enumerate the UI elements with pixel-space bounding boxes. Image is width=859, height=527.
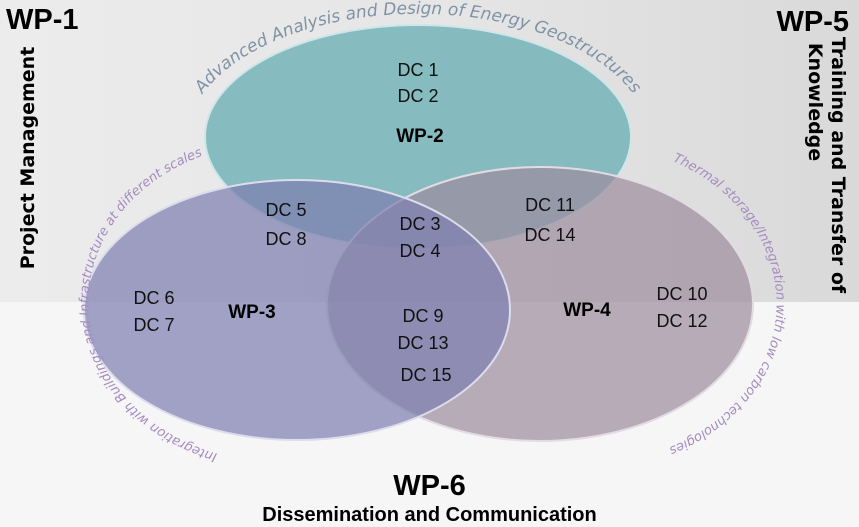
wp5-title-line2: Knowledge bbox=[804, 42, 826, 162]
dc-label: DC 10 bbox=[656, 284, 707, 304]
dc-label: DC 9 bbox=[402, 306, 443, 326]
wp5-label: WP-5 bbox=[776, 6, 850, 38]
wp4-label: WP-4 bbox=[563, 300, 611, 321]
dc-label: DC 8 bbox=[265, 229, 306, 249]
wp3-label: WP-3 bbox=[228, 302, 276, 323]
circle-wp3 bbox=[83, 179, 511, 441]
dc-label: DC 14 bbox=[524, 225, 575, 245]
wp6-label: WP-6 bbox=[393, 470, 466, 502]
dc-label: DC 3 bbox=[399, 214, 440, 234]
wp2-label: WP-2 bbox=[396, 126, 444, 147]
dc-label: DC 4 bbox=[399, 241, 440, 261]
dc-label: DC 13 bbox=[397, 333, 448, 353]
dc-label: DC 7 bbox=[133, 315, 174, 335]
dc-label: DC 1 bbox=[397, 60, 438, 80]
wp5-title-line1: Training and Transfer of bbox=[827, 36, 849, 294]
dc-label: DC 5 bbox=[265, 200, 306, 220]
dc-label: DC 6 bbox=[133, 288, 174, 308]
dc-label: DC 11 bbox=[525, 195, 575, 215]
wp1-title: Project Management bbox=[17, 46, 39, 270]
dc-label: DC 15 bbox=[400, 365, 451, 385]
dc-label: DC 2 bbox=[397, 86, 438, 106]
wp6-title: Dissemination and Communication bbox=[262, 504, 597, 526]
wp1-label: WP-1 bbox=[6, 4, 79, 36]
dc-label: DC 12 bbox=[656, 311, 707, 331]
